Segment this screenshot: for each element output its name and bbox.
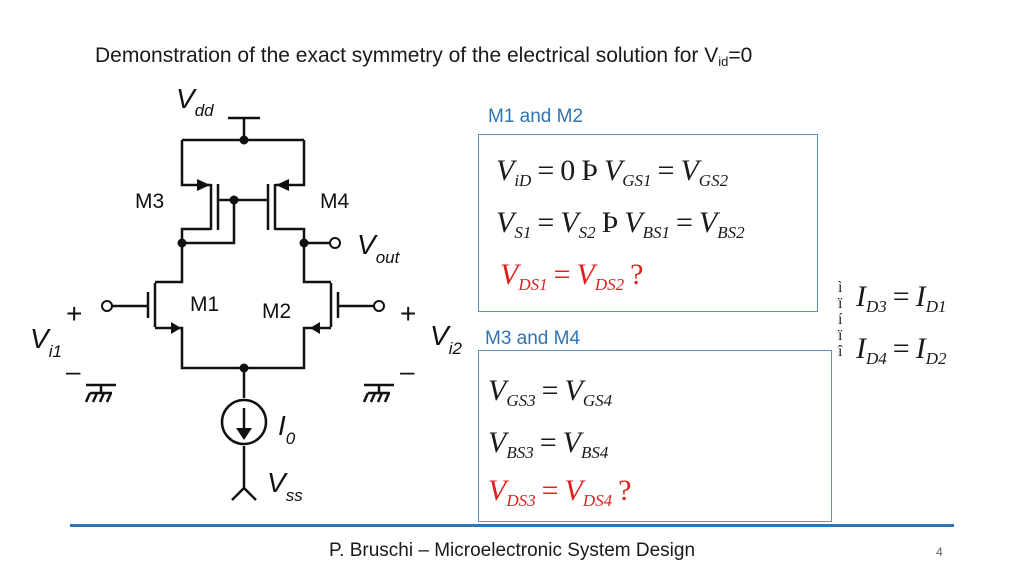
eq-vds34-question: VDS3=VDS4?	[488, 474, 632, 510]
brace-glyphs: ì ï í ï î	[838, 279, 843, 360]
vss-label: Vss	[267, 467, 303, 505]
eq-vbs-equal: VBS3=VBS4	[488, 426, 609, 462]
slide-title: Demonstration of the exact symmetry of t…	[95, 44, 753, 69]
vi1-minus: –	[66, 356, 81, 386]
page-number: 4	[936, 545, 943, 559]
eq-id4-id2: ID4=ID2	[856, 332, 947, 368]
vi1-label: Vi1	[30, 323, 62, 361]
vdd-label: Vdd	[176, 83, 214, 120]
m3-m4-equation-box	[478, 350, 832, 522]
footer-text: P. Bruschi – Microelectronic System Desi…	[328, 540, 696, 561]
vi2-plus: +	[400, 298, 416, 329]
m4-label: M4	[320, 190, 349, 213]
section-m1-m2-label: M1 and M2	[488, 106, 584, 127]
m1-m2-equation-box	[478, 134, 818, 312]
eq-vgs-equal: VGS3=VGS4	[488, 374, 613, 410]
vi2-minus: –	[400, 356, 415, 386]
eq-vds12-question: VDS1=VDS2?	[500, 258, 644, 294]
circuit-schematic: Vdd M3 M4 Vout M1 M2 + + Vi1 Vi2 – – I0 …	[30, 83, 462, 505]
eq-id3-id1: ID3=ID1	[856, 280, 947, 316]
section-m3-m4-label: M3 and M4	[485, 328, 581, 349]
footer-divider	[70, 524, 954, 527]
vi1-plus: +	[66, 298, 82, 329]
m1-label: M1	[190, 293, 219, 316]
i0-label: I0	[278, 410, 296, 448]
m3-label: M3	[135, 190, 164, 213]
vi2-label: Vi2	[430, 320, 462, 358]
m2-label: M2	[262, 300, 291, 323]
vout-label: Vout	[357, 229, 401, 267]
